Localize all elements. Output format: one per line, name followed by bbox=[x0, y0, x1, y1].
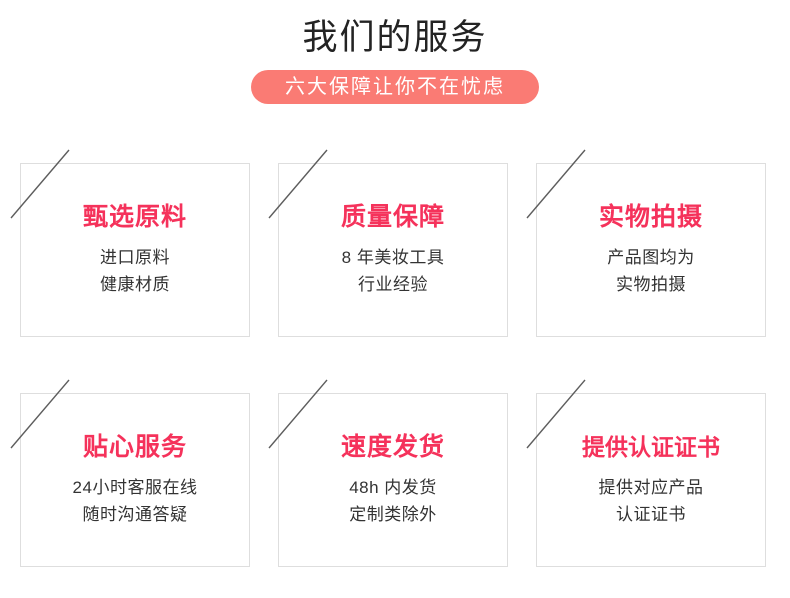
service-card-title: 质量保障 bbox=[340, 203, 445, 231]
service-card-title: 实物拍摄 bbox=[598, 203, 703, 231]
page-header: 我们的服务 六大保障让你不在忧虑 bbox=[0, 0, 790, 104]
service-card-subtitle: 进口原料 健康材质 bbox=[100, 244, 170, 298]
subtitle-line-2: 认证证书 bbox=[616, 505, 686, 524]
diagonal-accent-icon bbox=[268, 149, 328, 219]
service-card: 实物拍摄 产品图均为 实物拍摄 bbox=[526, 149, 766, 337]
badge-container: 六大保障让你不在忧虑 bbox=[0, 70, 790, 104]
service-card: 质量保障 8 年美妆工具 行业经验 bbox=[268, 149, 508, 337]
diagonal-accent-icon bbox=[268, 379, 328, 449]
subtitle-line-1: 产品图均为 bbox=[607, 248, 695, 267]
service-card-subtitle: 24小时客服在线 随时沟通答疑 bbox=[73, 474, 198, 528]
service-card-title: 贴心服务 bbox=[82, 433, 187, 461]
page-title: 我们的服务 bbox=[302, 18, 488, 57]
subtitle-line-2: 健康材质 bbox=[100, 275, 170, 294]
service-card-title: 甄选原料 bbox=[82, 203, 187, 231]
diagonal-accent-icon bbox=[526, 149, 586, 219]
subtitle-line-2: 随时沟通答疑 bbox=[82, 505, 188, 524]
service-card-subtitle: 8 年美妆工具 行业经验 bbox=[342, 244, 445, 298]
subtitle-line-1: 进口原料 bbox=[100, 248, 170, 267]
service-card-grid: 甄选原料 进口原料 健康材质 质量保障 8 年美妆工具 行业经验 实物拍摄 bbox=[10, 149, 766, 567]
subtitle-line-1: 48h 内发货 bbox=[349, 478, 437, 497]
subtitle-line-2: 行业经验 bbox=[358, 275, 428, 294]
subtitle-badge: 六大保障让你不在忧虑 bbox=[251, 70, 539, 104]
service-card: 提供认证证书 提供对应产品 认证证书 bbox=[526, 379, 766, 567]
subtitle-line-2: 定制类除外 bbox=[349, 505, 437, 524]
service-card-subtitle: 48h 内发货 定制类除外 bbox=[349, 474, 437, 528]
service-card-subtitle: 产品图均为 实物拍摄 bbox=[607, 244, 695, 298]
diagonal-accent-icon bbox=[10, 379, 70, 449]
service-card: 贴心服务 24小时客服在线 随时沟通答疑 bbox=[10, 379, 250, 567]
service-card-title: 提供认证证书 bbox=[582, 434, 720, 460]
service-card: 速度发货 48h 内发货 定制类除外 bbox=[268, 379, 508, 567]
service-card: 甄选原料 进口原料 健康材质 bbox=[10, 149, 250, 337]
service-card-subtitle: 提供对应产品 认证证书 bbox=[599, 474, 704, 528]
subtitle-line-1: 8 年美妆工具 bbox=[341, 248, 445, 267]
subtitle-line-1: 提供对应产品 bbox=[598, 478, 704, 497]
diagonal-accent-icon bbox=[10, 149, 70, 219]
service-card-title: 速度发货 bbox=[340, 433, 445, 461]
subtitle-line-1: 24小时客服在线 bbox=[72, 478, 198, 497]
subtitle-line-2: 实物拍摄 bbox=[616, 275, 686, 294]
